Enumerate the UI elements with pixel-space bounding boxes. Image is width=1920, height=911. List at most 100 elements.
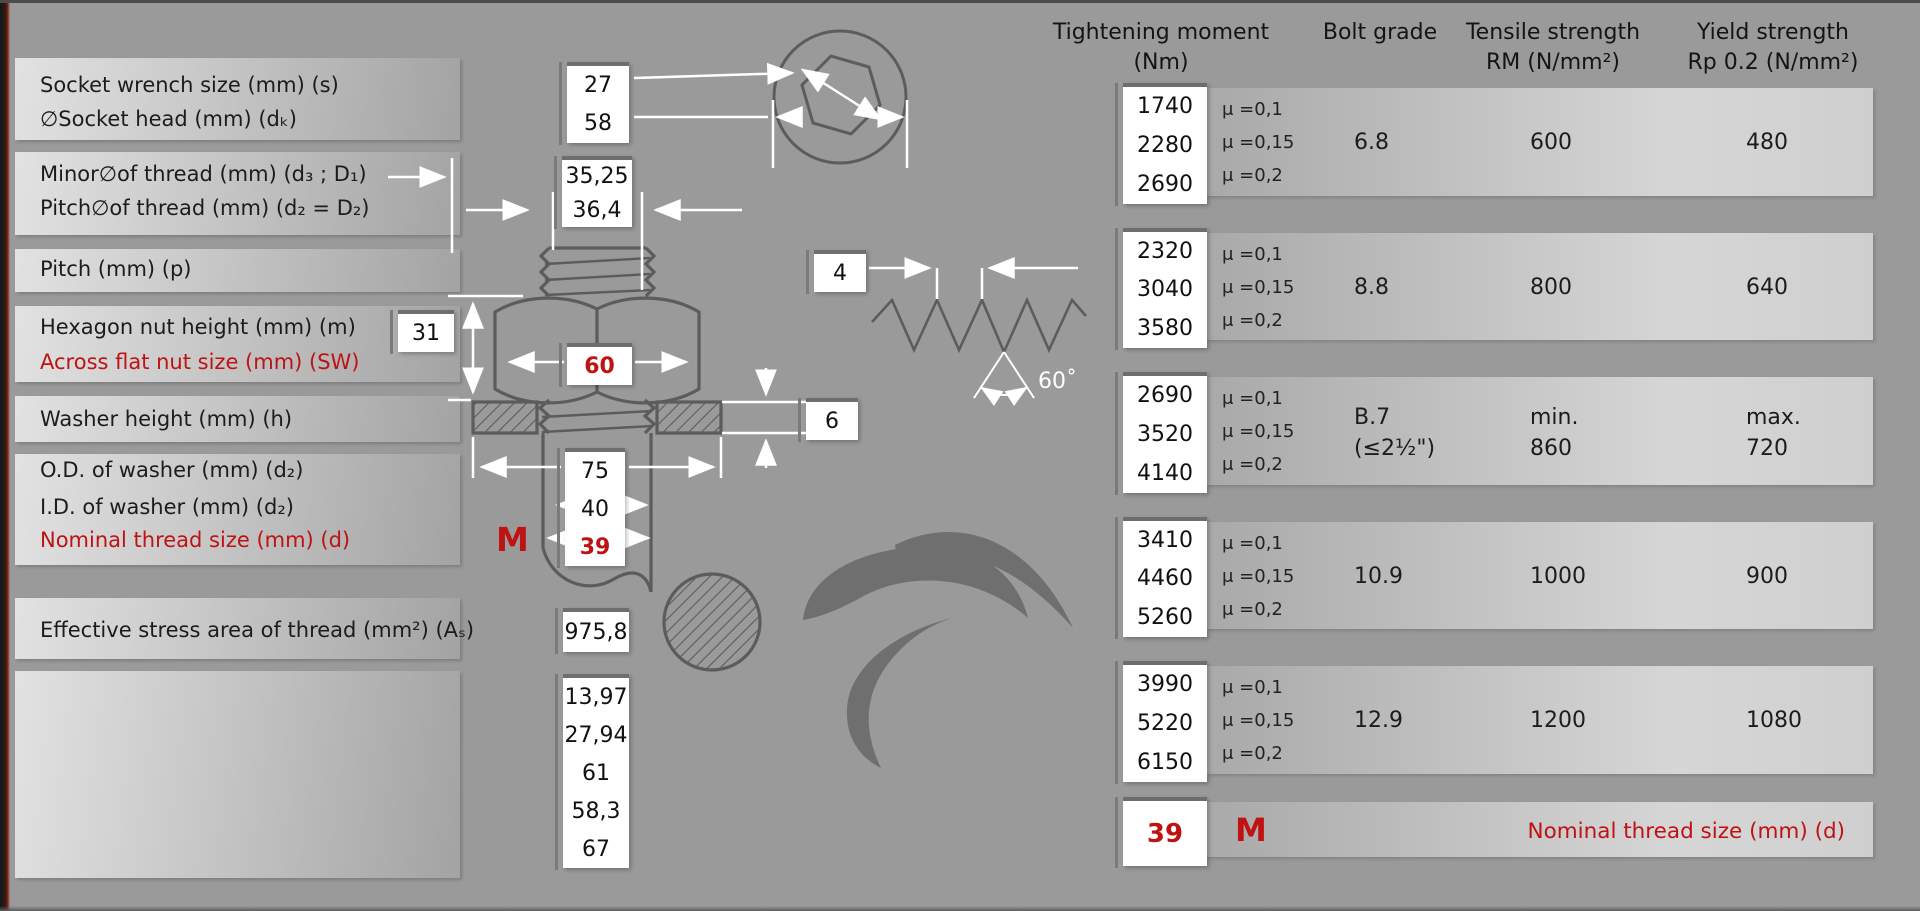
grade-row-6-8 xyxy=(1206,88,1873,196)
header-bolt-grade: Bolt grade xyxy=(1322,20,1438,45)
panel-stress-area xyxy=(15,598,460,659)
washer-height-field[interactable]: 6 xyxy=(798,398,858,442)
socket-values-field[interactable]: 27 58 xyxy=(559,62,629,145)
torque-value: 3040 xyxy=(1137,277,1193,303)
washer-section-left xyxy=(471,400,539,435)
mu-label: μ =0,1 xyxy=(1222,533,1283,554)
dimension-lines xyxy=(388,62,1078,549)
yield-value: 900 xyxy=(1746,564,1788,589)
panel-pitch xyxy=(15,249,460,292)
socket-head-circle xyxy=(772,29,908,165)
label-pitch: Pitch (mm) (p) xyxy=(40,257,192,281)
tensile-value: 600 xyxy=(1530,130,1572,155)
tensile-value: 800 xyxy=(1530,275,1572,300)
nut-height-field[interactable]: 31 xyxy=(390,310,454,354)
torque-value: 3410 xyxy=(1137,527,1193,553)
label-socket-head: ∅Socket head (mm) (dₖ) xyxy=(40,107,297,131)
torque-value: 2690 xyxy=(1137,383,1193,408)
torque-value: 5260 xyxy=(1137,605,1193,631)
angle-label: 60˚ xyxy=(1038,369,1077,394)
washer-od-value: 75 xyxy=(581,458,609,484)
thread-dia-field[interactable]: 35,25 36,4 xyxy=(554,156,632,229)
nominal-size-label: Nominal thread size (mm) (d) xyxy=(1527,819,1845,844)
grade-row-b7 xyxy=(1206,377,1873,485)
grade-value: B.7 xyxy=(1354,405,1391,430)
top-edge-strip xyxy=(0,0,1920,3)
mu-label: μ =0,1 xyxy=(1222,99,1283,120)
grade-row-8-8 xyxy=(1206,233,1873,340)
yield-value: 480 xyxy=(1746,130,1788,155)
label-minor-dia: Minor∅of thread (mm) (d₃ ; D₁) xyxy=(40,162,367,186)
mu-label: μ =0,2 xyxy=(1222,165,1283,186)
thread-prefix: M xyxy=(496,520,529,559)
mu-label: μ =0,15 xyxy=(1222,132,1295,153)
label-across-flats: Across flat nut size (mm) (SW) xyxy=(40,350,360,374)
bottom-edge-strip xyxy=(0,906,1920,911)
torque-value: 5220 xyxy=(1137,711,1193,736)
torque-value: 3990 xyxy=(1137,672,1193,697)
panel-thread-dia xyxy=(15,152,460,235)
mu-label: μ =0,15 xyxy=(1222,421,1295,442)
torque-field-12-9[interactable]: 3990 5220 6150 xyxy=(1115,661,1207,784)
stress-area-field[interactable]: 975,8 xyxy=(555,608,629,654)
nominal-size-prefix: M xyxy=(1235,811,1267,849)
mu-label: μ =0,2 xyxy=(1222,310,1283,331)
grade-row-12-9 xyxy=(1206,666,1873,774)
panel-empty xyxy=(15,671,460,878)
label-nominal: Nominal thread size (mm) (d) xyxy=(40,528,351,552)
pitch-field[interactable]: 4 xyxy=(806,250,866,294)
torque-field-6-8[interactable]: 1740 2280 2690 xyxy=(1115,83,1207,206)
label-washer-id: I.D. of washer (mm) (d₂) xyxy=(40,495,294,519)
nominal-value: 39 xyxy=(579,534,611,560)
tensile-value: 860 xyxy=(1530,436,1572,461)
tensile-value: 1000 xyxy=(1530,564,1586,589)
nominal-size-field[interactable]: 39 xyxy=(1115,797,1207,868)
label-washer-height: Washer height (mm) (h) xyxy=(40,407,293,431)
header-yield: Yield strength xyxy=(1696,20,1850,45)
torque-field-8-8[interactable]: 2320 3040 3580 xyxy=(1115,228,1207,350)
mu-label: μ =0,1 xyxy=(1222,388,1283,409)
nominal-size-value: 39 xyxy=(1146,818,1184,849)
socket-head-value: 58 xyxy=(584,111,612,137)
label-washer-od: O.D. of washer (mm) (d₂) xyxy=(40,458,304,482)
mu-label: μ =0,1 xyxy=(1222,677,1283,698)
washer-dia-field[interactable]: 75 40 39 xyxy=(557,448,625,568)
mu-label: μ =0,2 xyxy=(1222,454,1283,475)
pitch-dia-value: 36,4 xyxy=(572,197,622,223)
shank-cross-section xyxy=(662,572,762,672)
torque-field-b7[interactable]: 2690 3520 4140 xyxy=(1115,372,1207,495)
grade-value: 10.9 xyxy=(1354,564,1403,589)
pitch-value: 4 xyxy=(833,260,847,286)
across-flats-value: 60 xyxy=(584,353,615,379)
label-stress-area: Effective stress area of thread (mm²) (A… xyxy=(40,618,475,642)
brand-logo-icon xyxy=(803,532,1073,768)
nominal-size-row xyxy=(1206,802,1873,857)
label-socket-wrench: Socket wrench size (mm) (s) xyxy=(40,73,339,97)
mu-label: μ =0,2 xyxy=(1222,599,1283,620)
yield-value: 1080 xyxy=(1746,708,1802,733)
mu-label: μ =0,1 xyxy=(1222,244,1283,265)
washer-section-right xyxy=(655,400,723,435)
washer-height-value: 6 xyxy=(825,408,839,434)
mu-label: μ =0,15 xyxy=(1222,710,1295,731)
mu-label: μ =0,15 xyxy=(1222,277,1295,298)
tensile-value-note: min. xyxy=(1530,405,1579,430)
header-yield-unit: Rp 0.2 (N/mm²) xyxy=(1687,50,1859,75)
torque-value: 6150 xyxy=(1137,750,1193,775)
socket-head-top-view xyxy=(772,29,908,165)
grade-value-note: (≤2½") xyxy=(1354,436,1436,461)
thread-profile-view xyxy=(871,296,1087,356)
torque-field-10-9[interactable]: 3410 4460 5260 xyxy=(1115,517,1207,639)
washer-id-value: 40 xyxy=(581,496,609,522)
mu-label: μ =0,2 xyxy=(1222,743,1283,764)
left-edge-strip xyxy=(0,0,10,911)
misc-value: 61 xyxy=(582,760,610,786)
tensile-value: 1200 xyxy=(1530,708,1586,733)
minor-dia-value: 35,25 xyxy=(565,164,629,190)
misc-values-field[interactable]: 13,97 27,94 61 58,3 67 xyxy=(555,674,629,870)
header-tensile-unit: RM (N/mm²) xyxy=(1486,50,1620,75)
torque-value: 2280 xyxy=(1137,133,1193,158)
header-tightening-moment: Tightening moment xyxy=(1052,20,1270,45)
grade-value: 6.8 xyxy=(1354,130,1389,155)
across-flats-field[interactable]: 60 xyxy=(559,343,632,387)
